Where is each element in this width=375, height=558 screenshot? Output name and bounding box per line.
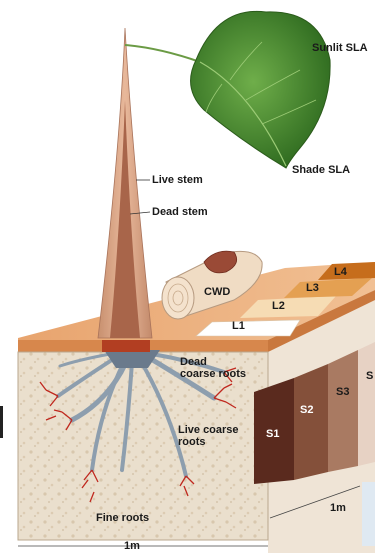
shade-sla-label: Shade SLA <box>292 164 350 176</box>
soil-s4 <box>358 342 375 466</box>
dead-stem-label: Dead stem <box>152 206 208 218</box>
s2-label: S2 <box>300 404 313 416</box>
fine-roots-label: Fine roots <box>96 512 149 524</box>
leaf <box>191 11 331 168</box>
edge-mark <box>0 406 3 438</box>
l2-label: L2 <box>272 300 285 312</box>
stem-base <box>102 340 150 352</box>
side-window <box>362 482 375 546</box>
cwd-label: CWD <box>204 286 230 298</box>
l4-label: L4 <box>334 266 347 278</box>
front-width-label: 1m <box>124 540 140 552</box>
soil-s3 <box>328 350 358 472</box>
litter-l1 <box>196 320 300 336</box>
sunlit-sla-label: Sunlit SLA <box>312 42 368 54</box>
dead-coarse-roots-label: Dead coarse roots <box>180 356 246 380</box>
live-coarse-roots-label: Live coarse roots <box>178 424 239 448</box>
live-stem-label: Live stem <box>152 174 203 186</box>
s4-label: S <box>366 370 373 382</box>
s3-label: S3 <box>336 386 349 398</box>
l1-label: L1 <box>232 320 245 332</box>
l3-label: L3 <box>306 282 319 294</box>
s1-label: S1 <box>266 428 279 440</box>
side-width-label: 1m <box>330 502 346 514</box>
leaf-petiole <box>125 45 200 62</box>
soil-s2 <box>294 364 328 480</box>
